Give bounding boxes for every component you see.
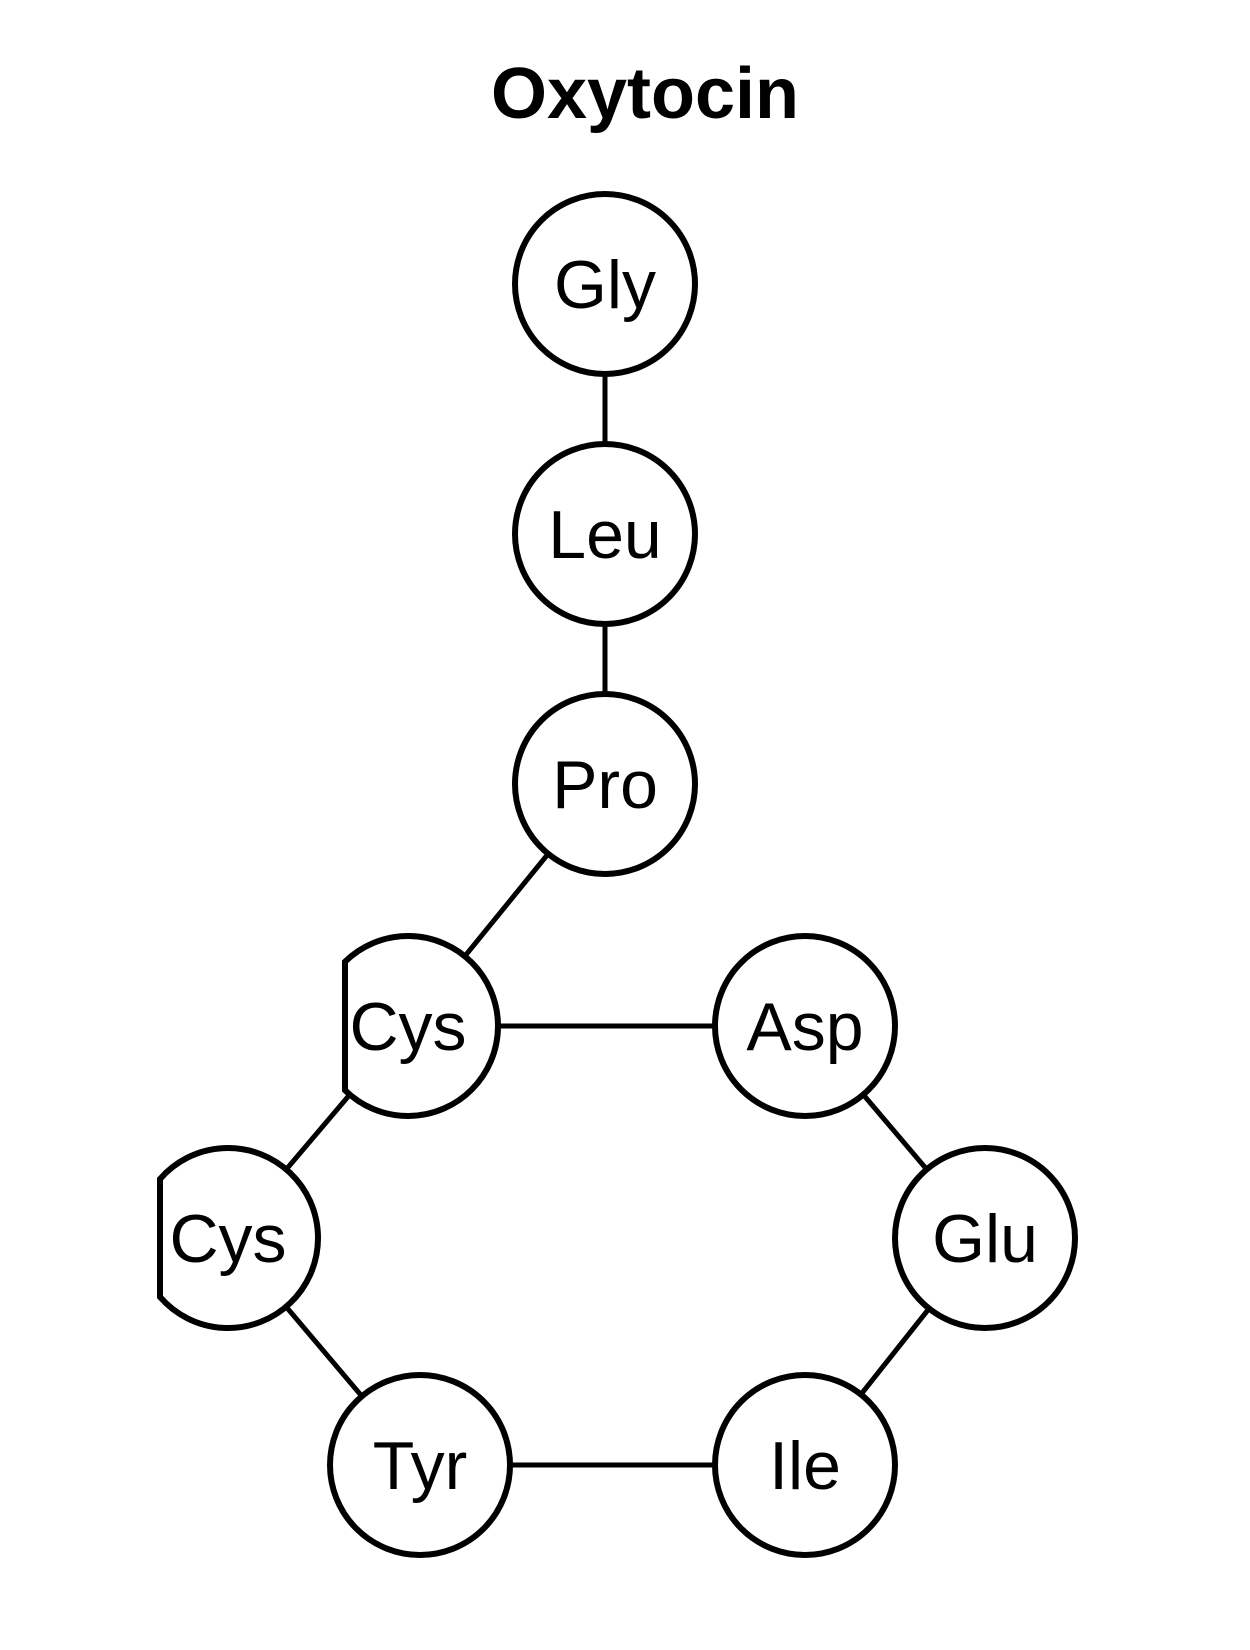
residue-tyr-label: Tyr bbox=[373, 1428, 467, 1504]
residue-cys2: Cys bbox=[157, 1145, 321, 1331]
residue-cys1-label: Cys bbox=[349, 989, 466, 1065]
residue-cys1: Cys bbox=[342, 933, 501, 1119]
residue-cys1-shape bbox=[342, 933, 501, 1119]
residue-pro-circle bbox=[512, 691, 698, 877]
residue-ile-circle bbox=[712, 1372, 898, 1558]
residue-ile: Ile bbox=[712, 1372, 898, 1558]
residue-cys2-shape bbox=[157, 1145, 321, 1331]
residue-cys2-label: Cys bbox=[169, 1201, 286, 1277]
residue-leu: Leu bbox=[512, 441, 698, 627]
residue-pro: Pro bbox=[512, 691, 698, 877]
residue-tyr: Tyr bbox=[327, 1372, 513, 1558]
residue-asp-circle bbox=[712, 933, 898, 1119]
residue-leu-circle bbox=[512, 441, 698, 627]
residue-ile-label: Ile bbox=[769, 1428, 841, 1504]
residue-pro-label: Pro bbox=[552, 747, 658, 823]
diagram-title: Oxytocin bbox=[491, 54, 799, 134]
residue-asp-label: Asp bbox=[746, 989, 863, 1065]
residue-leu-label: Leu bbox=[548, 497, 661, 573]
residue-glu-label: Glu bbox=[932, 1201, 1038, 1277]
residue-gly: Gly bbox=[512, 191, 698, 377]
residue-asp: Asp bbox=[712, 933, 898, 1119]
residue-glu-circle bbox=[892, 1145, 1078, 1331]
residue-glu: Glu bbox=[892, 1145, 1078, 1331]
residue-gly-label: Gly bbox=[554, 247, 656, 323]
residue-tyr-circle bbox=[327, 1372, 513, 1558]
nodes-layer: Gly Leu Pro Cys Asp Cys Glu Tyr bbox=[157, 191, 1078, 1558]
residue-gly-circle bbox=[512, 191, 698, 377]
